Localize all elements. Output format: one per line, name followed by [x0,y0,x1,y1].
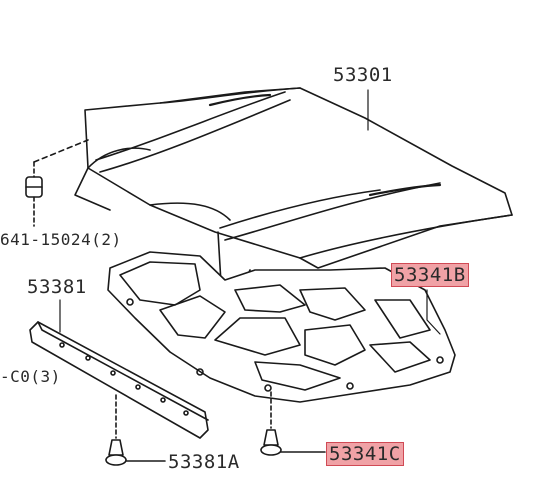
label-53381: 53381 [27,276,87,298]
label-53381A: 53381A [168,451,240,473]
hood-inner-frame [107,251,456,403]
label-cushion-left: 641-15024(2) [0,230,122,249]
hood-cushion [25,139,89,227]
clip-53381A [105,394,166,466]
hood-seal-strip [29,321,209,439]
label-53341B[interactable]: 53341B [391,263,469,287]
leader-lines [59,89,441,335]
label-53301: 53301 [333,64,393,86]
label-53341C[interactable]: 53341C [326,442,404,466]
label-clip-left: -C0(3) [0,367,61,386]
clip-53341C [260,391,326,456]
